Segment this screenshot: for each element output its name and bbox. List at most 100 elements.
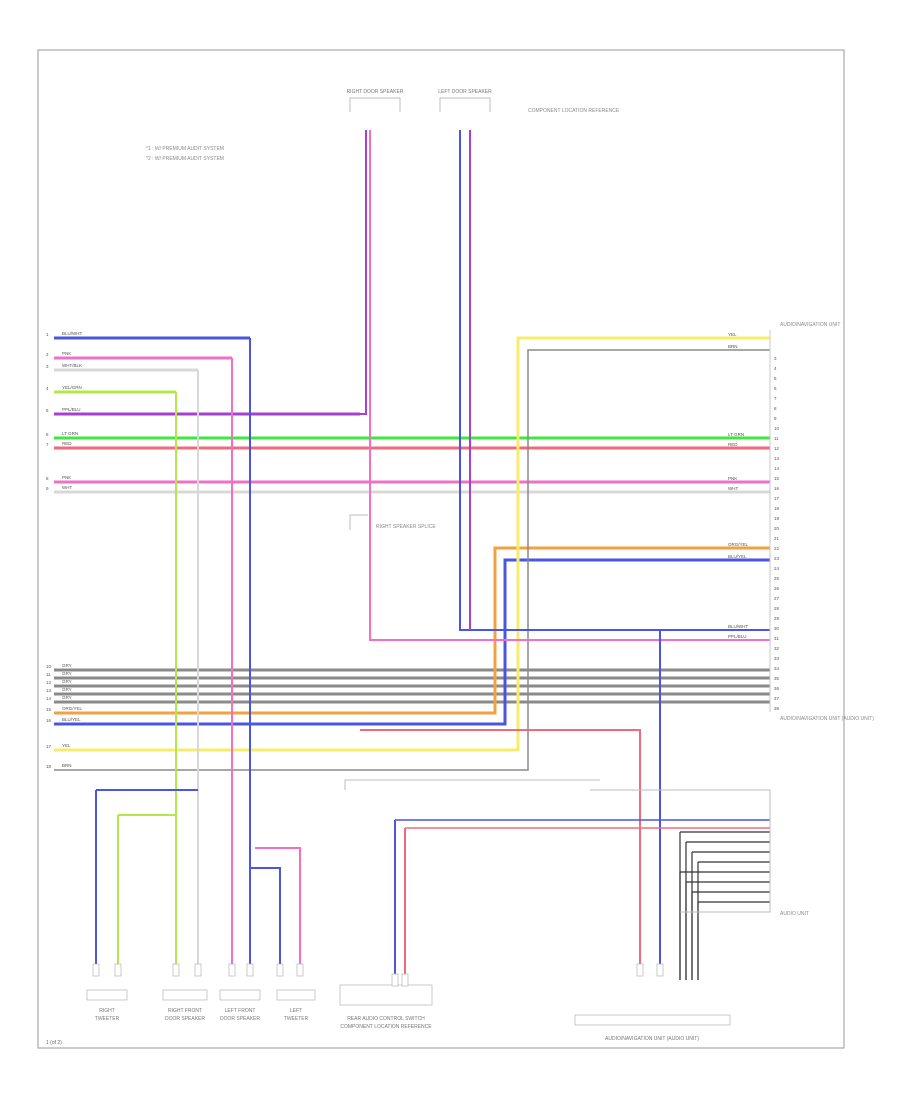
right-front-door-speaker-connector <box>162 989 208 1001</box>
right-pin-number: 32 <box>774 646 780 651</box>
right-pin-number: 30 <box>774 626 780 631</box>
left-wire-label: GRY <box>62 679 72 684</box>
left-pin-number: 14 <box>46 696 52 701</box>
top-device-connector <box>439 97 491 112</box>
rear-audio-component-ref: COMPONENT LOCATION REFERENCE <box>340 1024 432 1030</box>
left-wire-label: GRY <box>62 663 72 668</box>
top-device-label: RIGHT DOOR SPEAKER <box>347 89 404 95</box>
right-pin-number: 25 <box>774 576 780 581</box>
audio-nav-unit-connector <box>574 1014 731 1026</box>
terminal-marker <box>228 963 236 977</box>
right-pin-number: 6 <box>774 386 777 391</box>
right-pin-number: 26 <box>774 586 780 591</box>
right-wire-label: PNK <box>728 476 737 481</box>
left-wire-label: BLU/YEL <box>62 717 81 722</box>
left-pin-number: 6 <box>46 432 49 437</box>
terminal-marker <box>391 973 399 987</box>
wire-pnk-vertical <box>369 130 770 641</box>
left-pin-number: 8 <box>46 476 49 481</box>
right-caption-top: AUDIO/NAVIGATION UNIT <box>780 322 840 328</box>
left-pin-number: 10 <box>46 664 52 669</box>
terminal-marker <box>656 963 664 977</box>
left-tweeter-label: LEFT <box>290 1008 302 1014</box>
left-pin-number: 1 <box>46 332 49 337</box>
left-pin-number: 9 <box>46 486 49 491</box>
right-wire-label: YEL <box>728 332 737 337</box>
right-pin-number: 19 <box>774 516 780 521</box>
terminal-marker <box>246 963 254 977</box>
right-wire-label: BRN <box>728 344 738 349</box>
left-wire-label: YEL/GRN <box>62 385 82 390</box>
left-pin-number: 11 <box>46 672 51 677</box>
left-wire-label: GRY <box>62 671 72 676</box>
right-pin-number: 28 <box>774 606 780 611</box>
left-pin-number: 2 <box>46 352 49 357</box>
left-pin-number: 5 <box>46 408 49 413</box>
terminal-marker <box>92 963 100 977</box>
right-pin-number: 18 <box>774 506 780 511</box>
wire-red-lower <box>360 729 641 970</box>
left-pin-number: 16 <box>46 718 52 723</box>
legend-note: *2 : W/ PREMIUM AUDIT SYSTEM <box>146 156 224 162</box>
left-wire-label: GRY <box>62 687 72 692</box>
rear-audio-switch-connector <box>339 984 433 1006</box>
right-front-door-speaker-label-2: DOOR SPEAKER <box>165 1016 205 1022</box>
left-pin-number: 3 <box>46 364 49 369</box>
right-wire-label: ORG/YEL <box>728 542 749 547</box>
terminal-marker <box>401 973 409 987</box>
legend-note: *1 : W/ PREMIUM AUDIT SYSTEM <box>146 146 224 152</box>
right-tweeter-label-2: TWEETER <box>95 1016 120 1022</box>
left-wire-label: WHT <box>62 485 72 490</box>
wire-yel <box>54 336 770 752</box>
terminal-marker <box>172 963 180 977</box>
right-pin-number: 5 <box>774 376 777 381</box>
right-pin-number: 21 <box>774 536 780 541</box>
terminal-marker <box>276 963 284 977</box>
top-device-connector <box>349 97 401 112</box>
wire-left-tweeter-pnk <box>255 847 301 970</box>
diagram-frame <box>37 49 845 1049</box>
left-wire-label: BRN <box>62 763 72 768</box>
terminal-marker <box>636 963 644 977</box>
right-pin-number: 10 <box>774 426 780 431</box>
left-wire-label: BLU/WHT <box>62 331 83 336</box>
right-wire-label: RED <box>728 442 738 447</box>
right-pin-number: 20 <box>774 526 780 531</box>
rear-audio-switch-label: REAR AUDIO CONTROL SWITCH <box>347 1016 425 1022</box>
left-front-door-speaker-label-2: DOOR SPEAKER <box>220 1016 260 1022</box>
left-wire-label: ORG/YEL <box>62 706 83 711</box>
right-pin-number: 12 <box>774 446 780 451</box>
left-pin-number: 18 <box>46 764 52 769</box>
component-location-label: COMPONENT LOCATION REFERENCE <box>528 108 620 114</box>
right-pin-number: 15 <box>774 476 780 481</box>
right-pin-number: 24 <box>774 566 780 571</box>
left-wire-label: LT GRN <box>62 431 78 436</box>
right-front-door-speaker-label: RIGHT FRONT <box>168 1008 202 1014</box>
splice-label: RIGHT SPEAKER SPLICE <box>376 524 436 530</box>
right-pin-number: 13 <box>774 456 780 461</box>
left-pin-number: 12 <box>46 680 52 685</box>
page-number: 1 (of 2) <box>46 1040 62 1046</box>
right-wire-label: WHT <box>728 486 738 491</box>
right-tweeter-connector <box>86 989 128 1001</box>
left-wire-label: PNK <box>62 351 71 356</box>
left-pin-number: 7 <box>46 442 49 447</box>
right-pin-number: 35 <box>774 676 780 681</box>
top-device-label: LEFT DOOR SPEAKER <box>438 89 492 95</box>
right-pin-number: 17 <box>774 496 780 501</box>
wire-left-tweeter-blu <box>250 867 281 970</box>
left-pin-number: 4 <box>46 386 49 391</box>
wire-ppl-vertical <box>360 130 367 415</box>
right-pin-number: 7 <box>774 396 777 401</box>
audio-nav-unit-label: AUDIO/NAVIGATION UNIT (AUDIO UNIT) <box>605 1036 699 1042</box>
terminal-marker <box>194 963 202 977</box>
audio-unit-box <box>590 789 771 913</box>
wire-blu-yel <box>54 558 770 726</box>
right-pin-number: 16 <box>774 486 780 491</box>
left-wire-label: YEL <box>62 743 71 748</box>
right-pin-number: 8 <box>774 406 777 411</box>
terminal-marker <box>114 963 122 977</box>
right-pin-number: 36 <box>774 686 780 691</box>
